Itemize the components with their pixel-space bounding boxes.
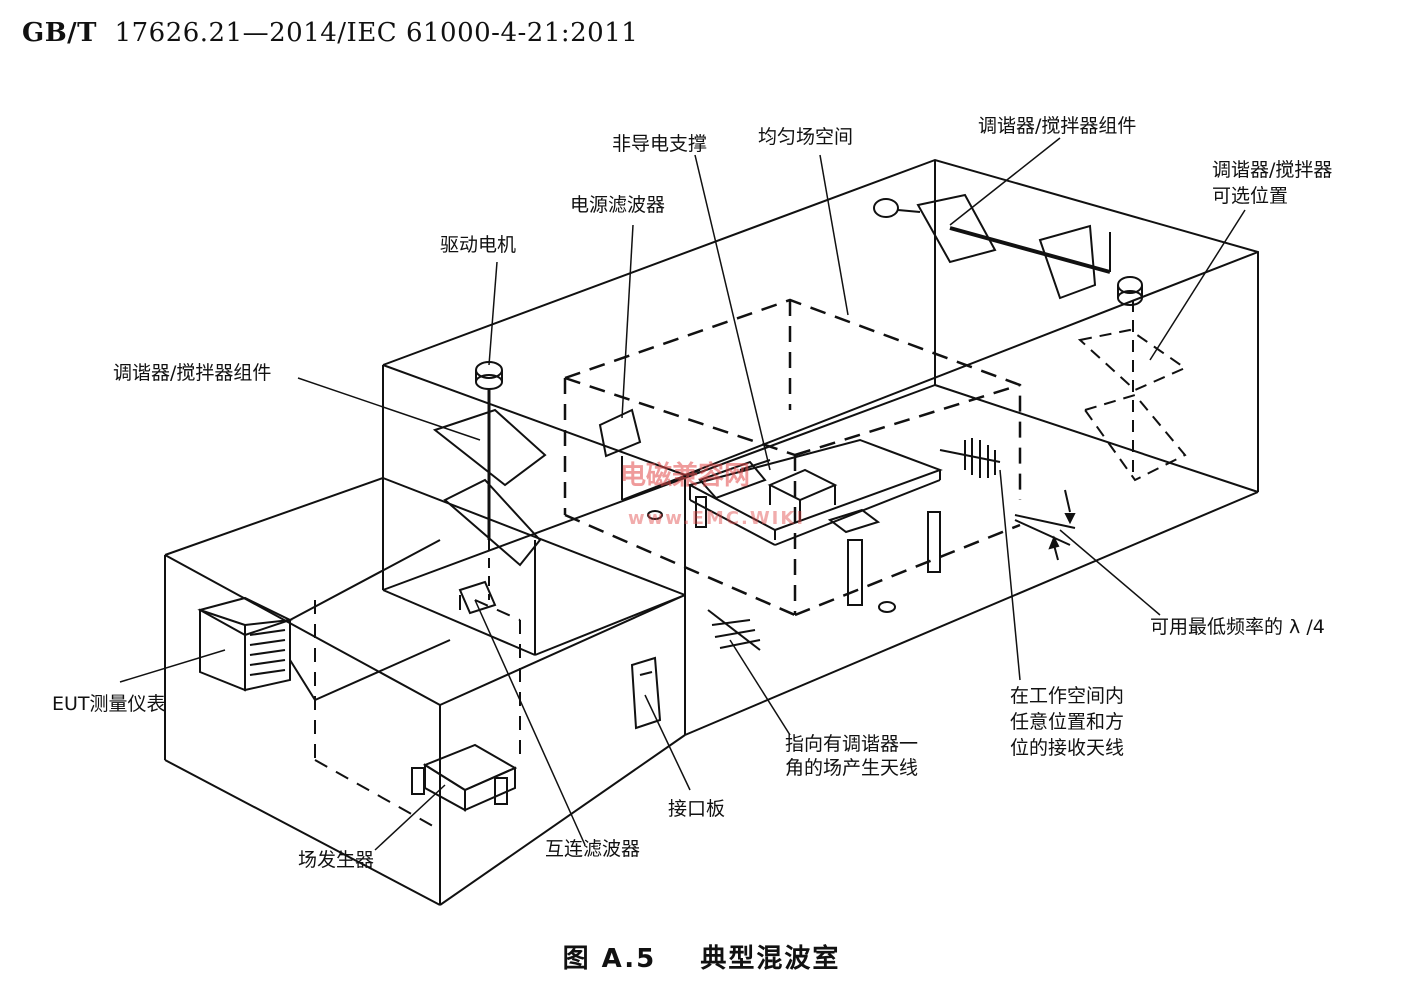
figure-title: 典型混波室 [700,944,841,974]
eut-instrumentation-rack [200,598,290,690]
leader-lines [120,138,1245,850]
optional-tuner-motor [1118,277,1142,305]
label-interface-panel: 接口板 [668,798,726,820]
label-uniform-field-volume: 均匀场空间 [758,126,854,148]
label-tuner-assembly-top: 调谐器/搅拌器组件 [978,115,1137,137]
top-tuner-assembly [874,195,1110,298]
watermark-url: www.EMC.WIKI [628,508,806,529]
chamber-outline [383,160,1258,735]
standard-number: 17626.21—2014/IEC 61000-4-21:2011 [114,18,639,48]
bulkhead-filter [460,582,495,613]
label-quarter-wavelength: 可用最低频率的 λ /4 [1150,616,1325,638]
label-receive-antenna-line3: 位的接收天线 [1010,737,1125,759]
left-tuner-assembly [435,362,545,600]
label-tuner-optional-line1: 调谐器/搅拌器 [1212,159,1333,181]
optional-tuner-outline [1080,300,1185,480]
watermark-text: 电磁兼容网 [620,461,751,491]
label-receive-antenna-line2: 任意位置和方 [1010,711,1125,733]
eut-equipment [700,460,878,532]
label-tuner-assembly-left: 调谐器/搅拌器组件 [113,362,272,384]
receive-antenna [940,438,1000,478]
power-line-filter [600,410,700,519]
label-drive-motor: 驱动电机 [440,234,517,256]
label-tuner-optional-line2: 可选位置 [1212,185,1289,207]
uniform-field-volume [565,300,1020,615]
figure-number: 图 A.5 [562,944,657,974]
standard-header: GB/T 17626.21—2014/IEC 61000-4-21:2011 [22,18,638,48]
quarter-wavelength-dimension [1015,490,1075,560]
control-room-outline [165,478,685,905]
standard-code: GB/T [22,18,98,48]
label-field-generator: 场发生器 [298,849,375,871]
label-eut-instrumentation: EUT测量仪表 [52,693,166,715]
hidden-edges [315,600,520,830]
label-transmit-antenna-line2: 角的场产生天线 [785,757,919,779]
field-generator [412,745,515,810]
label-non-conductive-support: 非导电支撑 [612,133,708,155]
label-power-line-filter: 电源滤波器 [570,194,666,216]
transmit-antenna [708,602,895,650]
eut-table [690,440,940,605]
label-receive-antenna-line1: 在工作空间内 [1010,685,1125,707]
label-bulkhead-filter: 互连滤波器 [545,838,641,860]
interface-panel [632,658,660,728]
figure-caption: 图 A.5 典型混波室 [0,938,1403,975]
label-transmit-antenna-line1: 指向有调谐器一 [785,733,919,755]
